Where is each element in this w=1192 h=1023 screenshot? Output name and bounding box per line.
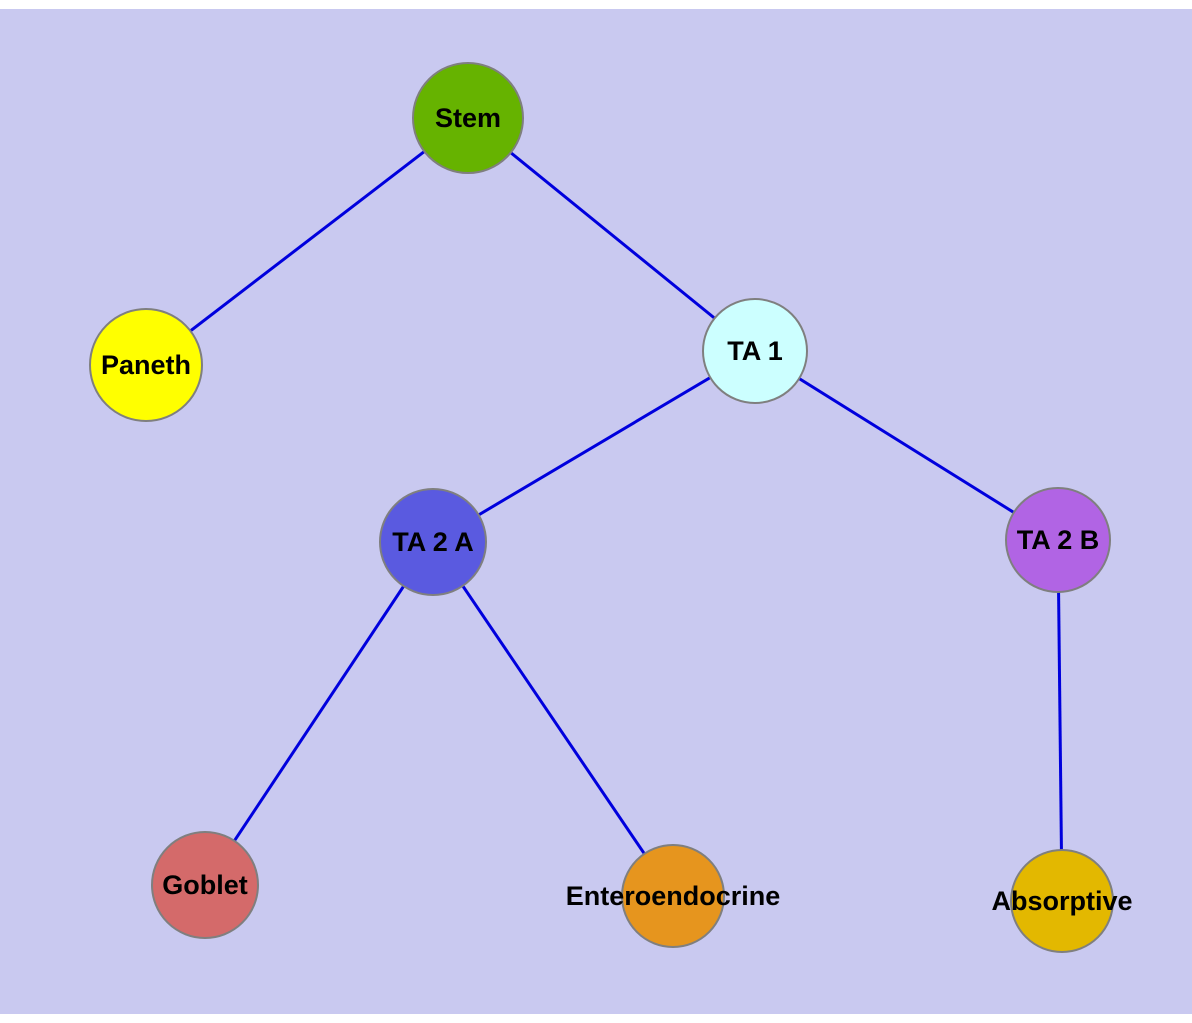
node-ta-2-a[interactable] [379,488,487,596]
edges-layer [145,116,1064,902]
edge-ta-2-a-goblet [203,541,435,886]
node-goblet[interactable] [151,831,259,939]
edge-stem-ta-1 [467,116,756,353]
edge-ta-1-ta-2-b [754,349,1059,542]
edge-stem-paneth [145,116,469,367]
node-stem[interactable] [412,62,524,174]
node-ta-2-b[interactable] [1005,487,1111,593]
node-paneth[interactable] [89,308,203,422]
node-enteroendocrine[interactable] [621,844,725,948]
node-absorptive[interactable] [1010,849,1114,953]
nodes-layer [89,62,1114,953]
edge-ta-2-a-enteroendocrine [431,541,675,897]
edge-ta-2-b-absorptive [1056,539,1064,902]
edge-ta-1-ta-2-a [432,349,756,544]
node-ta-1[interactable] [702,298,808,404]
